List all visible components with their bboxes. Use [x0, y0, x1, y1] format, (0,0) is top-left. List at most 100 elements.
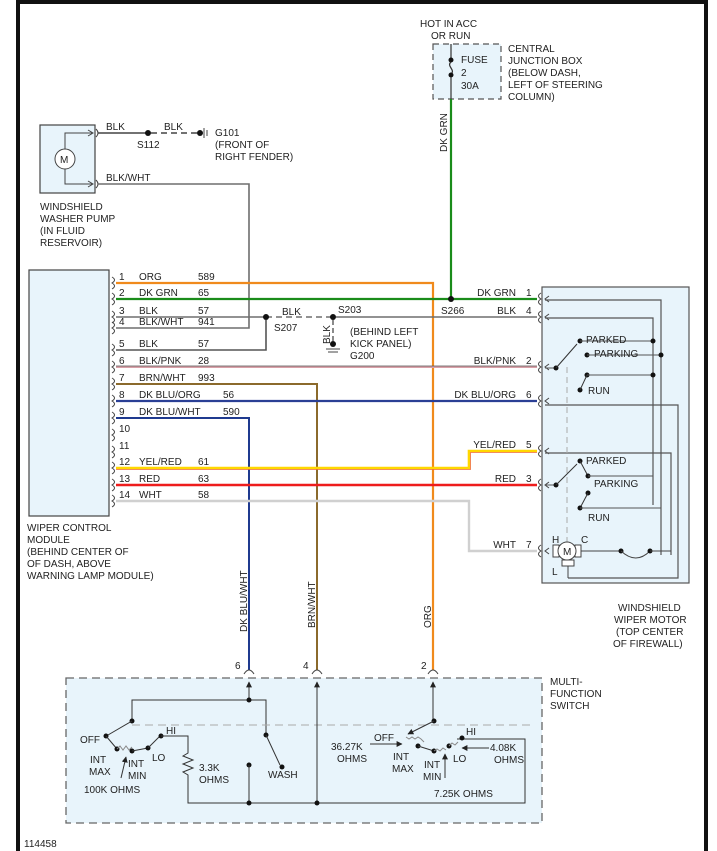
wire-label-blk-vertical: BLK [322, 325, 333, 344]
washer-pump: M [39, 124, 99, 194]
module-name-3: (BEHIND CENTER OF [27, 547, 129, 558]
fuse-terminal [448, 57, 454, 63]
motor-symbol: M [60, 155, 68, 166]
motor-pin-6: 6DK BLU/ORG [454, 390, 550, 408]
mfs-right-off: OFF [374, 733, 394, 744]
pin-wire-color: DK BLU/WHT [139, 407, 201, 418]
pin-number: 5 [119, 339, 125, 350]
mfs-name-3: SWITCH [550, 701, 589, 712]
pin-number: 11 [119, 441, 130, 452]
splice-s207 [263, 314, 269, 320]
mfs-right-hi: HI [466, 727, 476, 738]
wire-yel-red [116, 449, 537, 470]
splice-label: S112 [137, 140, 160, 151]
mfs-name: MULTI- [550, 677, 583, 688]
mfs-right-int-max: INT [393, 752, 409, 763]
connector-icon [111, 310, 115, 324]
module-name-5: WARNING LAMP MODULE) [27, 571, 154, 582]
connector-icon [111, 461, 115, 475]
pin-number: 6 [119, 356, 125, 367]
module-name-4: OF DASH, ABOVE [27, 559, 111, 570]
connector-icon [111, 276, 115, 290]
park-switch-upper [545, 338, 664, 393]
motor-pin-number: 4 [526, 306, 532, 317]
washer-pump-name-3: (IN FLUID [40, 226, 85, 237]
splice-s207-label: S207 [274, 323, 298, 334]
fuse-rating: 30A [461, 81, 479, 92]
wire-wht [116, 499, 537, 553]
page-border-left [16, 0, 20, 851]
wire-blk-5 [116, 320, 267, 351]
pin-number: 2 [119, 288, 125, 299]
ground-icon [203, 128, 208, 138]
pin-circuit: 65 [198, 288, 210, 299]
fuse-number: 2 [461, 68, 467, 79]
mfs-left-3-3k-2: OHMS [199, 775, 229, 786]
wiper-motor [541, 286, 690, 584]
mfs-right-7-25k: 7.25K OHMS [434, 789, 493, 800]
motor-l: L [552, 567, 558, 578]
motor-pin-wire-color: DK GRN [477, 288, 516, 299]
hot-label: HOT IN ACC [420, 19, 477, 30]
pin-number: 7 [119, 373, 125, 384]
mfs-left-int-min-2: MIN [128, 771, 146, 782]
feed-wire-label: DK GRN [439, 113, 450, 152]
switch1-parking: PARKING [594, 349, 638, 360]
pin-number: 8 [119, 390, 125, 401]
module-name: WIPER CONTROL [27, 523, 112, 534]
pin-wire-color: DK BLU/ORG [139, 390, 201, 401]
motor-m: M [563, 547, 571, 558]
pin-circuit: 57 [198, 306, 210, 317]
motor-pin-wire-color: WHT [493, 540, 516, 551]
mfs-left-circuit [103, 681, 535, 806]
pin-wire-color: BLK/PNK [139, 356, 182, 367]
page-border-top [16, 0, 708, 4]
mfs-right-int-min: INT [424, 760, 440, 771]
connector-icon [538, 444, 542, 458]
connector-icon [111, 445, 115, 459]
wire-label-blk-mid: BLK [282, 307, 301, 318]
wire-org [116, 281, 435, 670]
wire-label-blk-2: BLK [164, 122, 183, 133]
g200-location-2: KICK PANEL) [350, 339, 412, 350]
wiper-motor-name-4: OF FIREWALL) [613, 639, 683, 650]
pin-number: 13 [119, 474, 131, 485]
pin-wire-color: WHT [139, 490, 162, 501]
ground-location: (FRONT OF [215, 140, 269, 151]
switch2-parked: PARKED [586, 456, 626, 467]
pin-circuit: 28 [198, 356, 210, 367]
motor-pin-wire-color: DK BLU/ORG [454, 390, 516, 401]
hot-label-2: OR RUN [431, 31, 470, 42]
central-junction-box: FUSE 2 30A [432, 43, 502, 100]
connector-icon [538, 544, 542, 558]
switch2-parking: PARKING [594, 479, 638, 490]
g200-location: (BEHIND LEFT [350, 327, 418, 338]
module-pin-6: 6 BLK/PNK 28 [111, 356, 210, 374]
switch1-run: RUN [588, 386, 610, 397]
pin-wire-color: ORG [139, 272, 162, 283]
splice-s203-label: S203 [338, 305, 362, 316]
wire-label-blk-wht: BLK/WHT [106, 173, 150, 184]
wiper-control-module [28, 269, 110, 517]
pin-wire-color: DK GRN [139, 288, 178, 299]
pin-circuit: 61 [198, 457, 210, 468]
pin-number: 4 [119, 317, 125, 328]
pin-circuit: 590 [223, 407, 240, 418]
mfs-right-4-08k-2: OHMS [494, 755, 524, 766]
splice-s203 [330, 314, 336, 320]
mfs-right-lo: LO [453, 754, 467, 765]
connector-icon [111, 394, 115, 408]
washer-pump-name: WINDSHIELD [40, 202, 103, 213]
mfs-pin-2: 2 [421, 661, 427, 672]
pin-number: 14 [119, 490, 131, 501]
